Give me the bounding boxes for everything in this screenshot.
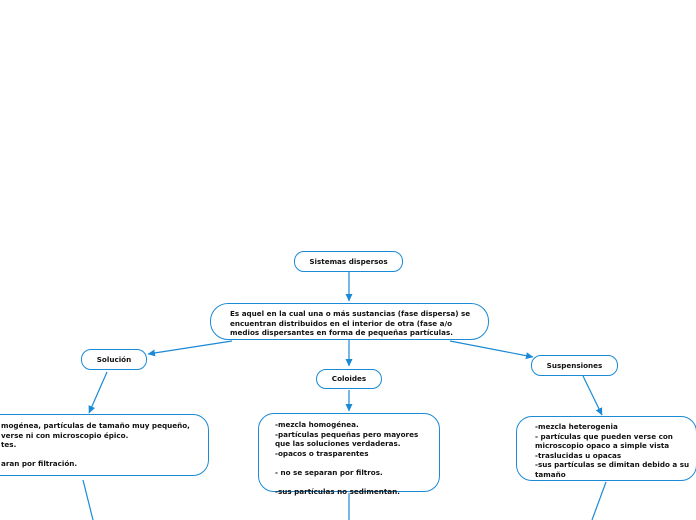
solucion-label: Solución [96, 354, 132, 364]
suspensiones-label: Suspensiones [546, 360, 603, 370]
solucion-detail-text: mogénea, partículas de tamaño muy pequeñ… [1, 421, 190, 468]
connector-definition-suspensiones [449, 340, 534, 360]
suspensiones-node[interactable]: Suspensiones [531, 355, 618, 376]
coloides-label: Coloides [331, 374, 367, 384]
connector-suspensiones-detail [582, 375, 603, 416]
definition-text: Es aquel en la cual una o más sustancias… [230, 309, 471, 337]
suspensiones-detail-text: -mezcla heterogenia - partículas que pue… [535, 422, 690, 479]
root-topic-label: Sistemas dispersos [309, 256, 388, 266]
suspensiones-detail-node[interactable]: -mezcla heterogenia - partículas que pue… [516, 416, 696, 481]
solucion-node[interactable]: Solución [81, 349, 147, 370]
connector-definition-solucion [147, 340, 233, 357]
connector-solucion-detail [88, 371, 108, 414]
connector-solucion-below [82, 479, 94, 520]
solucion-detail-node[interactable]: mogénea, partículas de tamaño muy pequeñ… [0, 414, 209, 476]
coloides-node[interactable]: Coloides [316, 369, 382, 389]
coloides-detail-node[interactable]: -mezcla homogénea. -partículas pequeñas … [258, 413, 440, 496]
connector-suspensiones-below [591, 481, 607, 520]
definition-node[interactable]: Es aquel en la cual una o más sustancias… [210, 303, 489, 340]
coloides-detail-text: -mezcla homogénea. -partículas pequeñas … [275, 420, 419, 496]
root-topic-node[interactable]: Sistemas dispersos [294, 251, 403, 272]
